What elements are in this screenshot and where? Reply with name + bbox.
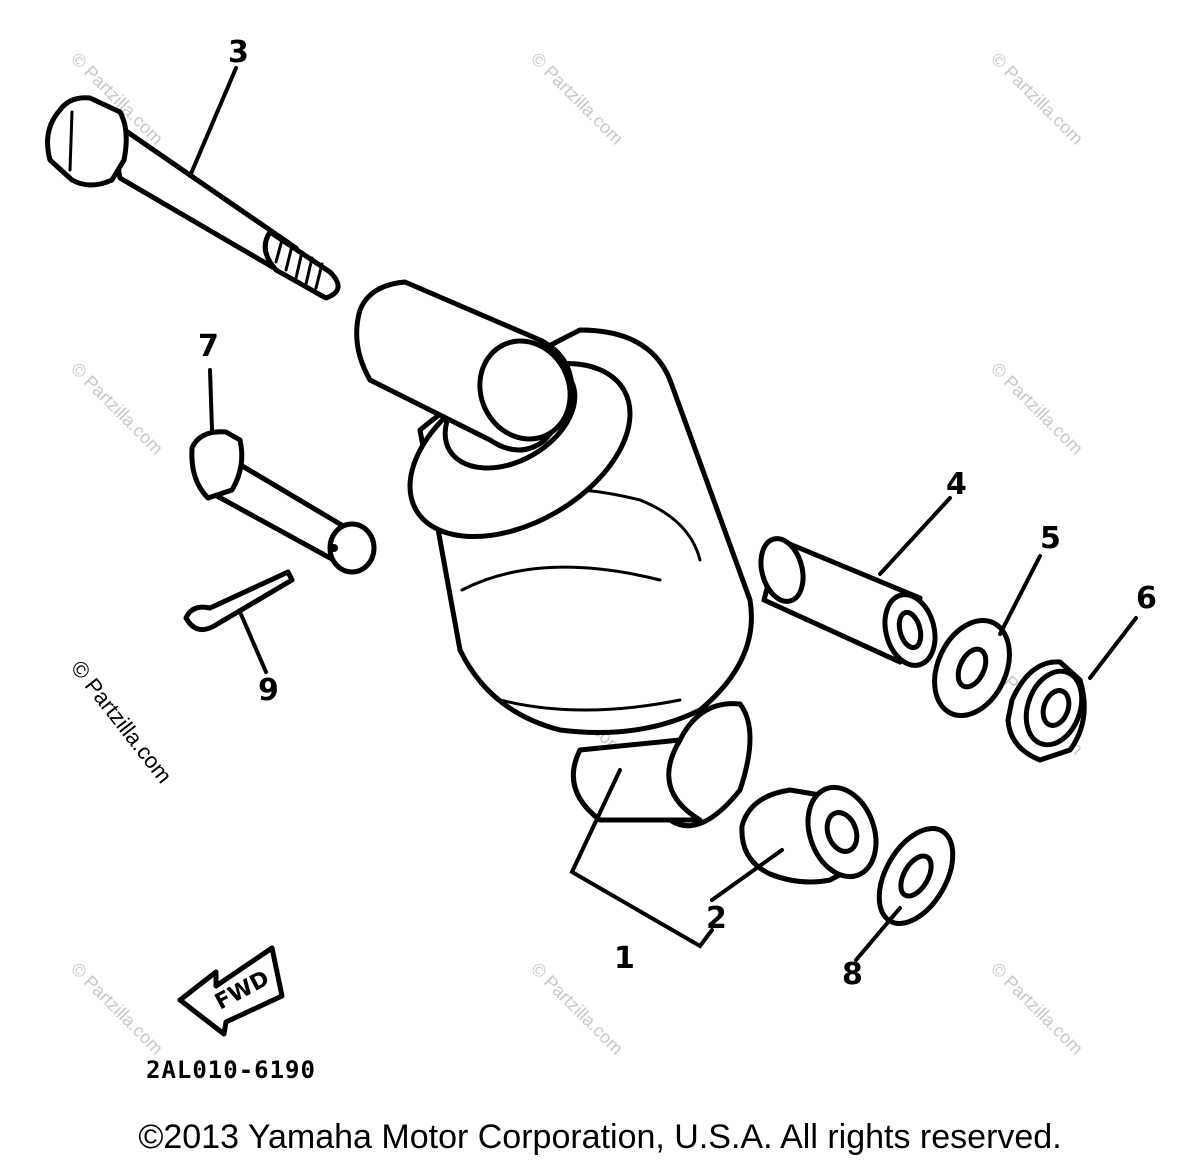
- watermark: © Partzilla.com: [987, 49, 1087, 149]
- watermark-side: © Partzilla.com: [66, 656, 177, 788]
- diagram-code: 2AL010-6190: [146, 1056, 316, 1084]
- callout-2: 2: [706, 901, 727, 936]
- part-6-nut: [1005, 659, 1087, 763]
- copyright-notice: ©2013 Yamaha Motor Corporation, U.S.A. A…: [138, 1118, 1062, 1156]
- callout-5: 5: [1040, 521, 1061, 556]
- callout-labels: 3 7 9 4 5 6 2 1 8: [198, 35, 1157, 992]
- watermark: © Partzilla.com: [987, 959, 1087, 1059]
- callout-1: 1: [614, 941, 635, 976]
- callout-7: 7: [198, 329, 219, 364]
- watermark: © Partzilla.com: [527, 959, 627, 1059]
- part-3-bolt: [45, 95, 341, 301]
- watermark: © Partzilla.com: [67, 359, 167, 459]
- part-8-washer: [876, 826, 956, 926]
- leader-lines: [188, 66, 1138, 962]
- part-9-cotter-pin: [183, 569, 295, 633]
- watermark: © Partzilla.com: [987, 359, 1087, 459]
- watermark: © Partzilla.com: [527, 49, 627, 149]
- callout-9: 9: [258, 673, 279, 708]
- watermark: © Partzilla.com: [67, 959, 167, 1059]
- callout-3: 3: [228, 35, 249, 70]
- part-2-bushing: [739, 784, 879, 885]
- callout-4: 4: [946, 467, 967, 502]
- part-1-shock-body: [354, 279, 754, 829]
- part-5-washer: [932, 617, 1012, 719]
- callout-6: 6: [1136, 581, 1157, 616]
- part-4-collar: [758, 536, 938, 668]
- part-7-pin: [189, 429, 377, 575]
- callout-8: 8: [842, 957, 863, 992]
- fwd-arrow: FWD: [177, 945, 285, 1037]
